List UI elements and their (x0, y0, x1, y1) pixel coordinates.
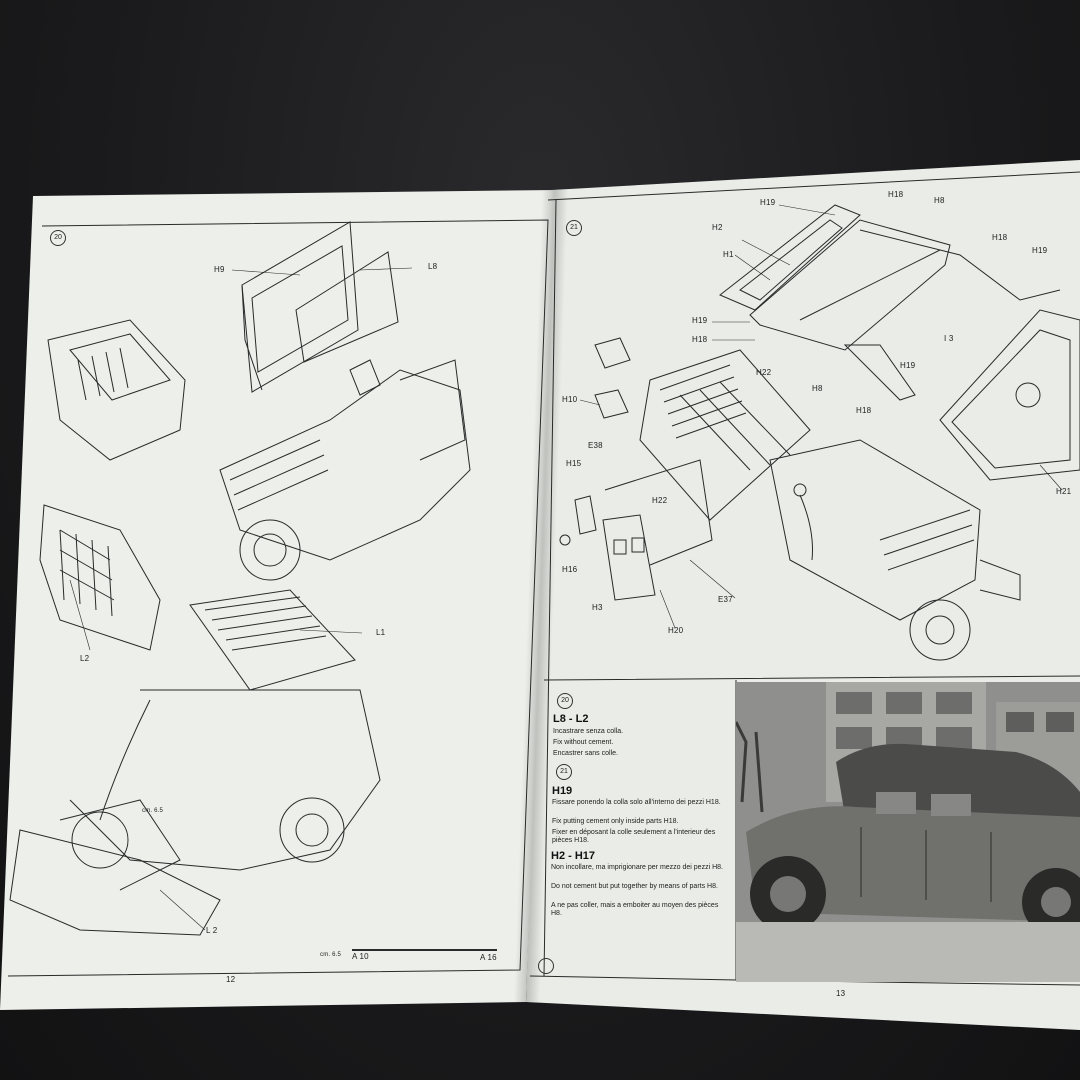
part-label-l1: L1 (376, 628, 386, 637)
part-label-h19-b: H19 (1032, 246, 1048, 255)
vehicle-body-upper (219, 359, 471, 581)
instruction-h2h17-en: Do not cement but put together by means … (551, 883, 718, 890)
instruction-step20-fr: Encastrer sans colle. (553, 750, 618, 757)
instruction-h2h17-title: H2 - H17 (551, 850, 596, 862)
photo-caption-circle (538, 958, 554, 974)
part-label-h19-a: H19 (760, 198, 776, 207)
part-label-h22-b: H22 (652, 496, 668, 505)
ruler-start-label: A 10 (352, 952, 369, 961)
part-label-h1: H1 (723, 250, 734, 259)
instruction-step20-circle: 20 (557, 693, 573, 709)
panel-i3 (939, 309, 1080, 481)
vehicle-photograph (736, 682, 1080, 982)
vehicle-body-rear (769, 439, 1021, 661)
part-label-h15: H15 (566, 459, 582, 468)
part-label-h20: H20 (668, 626, 684, 635)
ruler-end-label: A 16 (480, 953, 497, 962)
leader-lines (69, 204, 1063, 931)
instruction-h2h17-fr: A ne pas coller, mais a emboiter au moye… (551, 902, 719, 917)
rear-seat-frame (47, 319, 186, 461)
instruction-h19-title: H19 (552, 785, 573, 797)
instruction-h19-en: Fix putting cement only inside parts H18… (552, 818, 679, 825)
part-label-e38: E38 (588, 441, 603, 450)
hood-panel (639, 349, 811, 521)
instruction-step21-circle: 21 (556, 764, 572, 780)
part-label-e37: E37 (718, 595, 733, 604)
part-label-h2: H2 (712, 223, 723, 232)
canopy-frame (843, 229, 1061, 401)
vehicle-body-lower (9, 589, 381, 936)
part-label-i3: I 3 (944, 334, 954, 343)
measure-label-mid: cm. 6.5 (142, 808, 164, 814)
part-label-h8-b: H8 (812, 384, 823, 393)
part-label-l2-bottom: L 2 (206, 926, 218, 935)
windshield-frame (719, 204, 951, 351)
instruction-step20-title: L8 - L2 (553, 713, 589, 725)
part-label-h22-a: H22 (756, 368, 772, 377)
part-label-h18-b: H18 (992, 233, 1008, 242)
part-label-h3: H3 (592, 603, 603, 612)
part-label-h19-d: H19 (900, 361, 916, 370)
part-label-l2-top: L2 (80, 654, 90, 663)
part-label-h19-c: H19 (692, 316, 708, 325)
part-label-h21: H21 (1056, 487, 1072, 496)
instruction-h19-it: Fissare ponendo la colla solo all'intern… (552, 799, 721, 806)
right-page-left-border (543, 199, 557, 977)
left-page-frame (7, 219, 549, 977)
left-page-number: 12 (226, 975, 236, 984)
instruction-h19-fr: Fixer en déposant la colle seulement a l… (552, 829, 716, 844)
ruler-label: cm. 6.5 (320, 952, 342, 958)
right-page-number: 13 (836, 989, 846, 998)
vehicle-photo-image (736, 682, 1080, 982)
part-label-l8: L8 (428, 262, 438, 271)
part-label-h10: H10 (562, 395, 578, 404)
front-panel-h3 (602, 459, 713, 601)
instruction-h2h17-it: Non incollare, ma imprigionare per mezzo… (551, 864, 723, 871)
step-number-circle-right: 21 (566, 220, 582, 236)
step-number-circle-left: 20 (50, 230, 66, 246)
part-label-h18-a: H18 (888, 190, 904, 199)
part-label-h16: H16 (562, 565, 578, 574)
door-panel-h9-l8 (241, 221, 399, 393)
engine-cover-l2 (39, 504, 161, 651)
part-label-h9: H9 (214, 265, 225, 274)
part-label-h18-d: H18 (856, 406, 872, 415)
instruction-step20-it: Incastrare senza colla. (553, 728, 624, 735)
part-label-h18-c: H18 (692, 335, 708, 344)
part-label-h8-a: H8 (934, 196, 945, 205)
instruction-step20-en: Fix without cement. (553, 739, 614, 746)
small-parts (559, 337, 631, 546)
